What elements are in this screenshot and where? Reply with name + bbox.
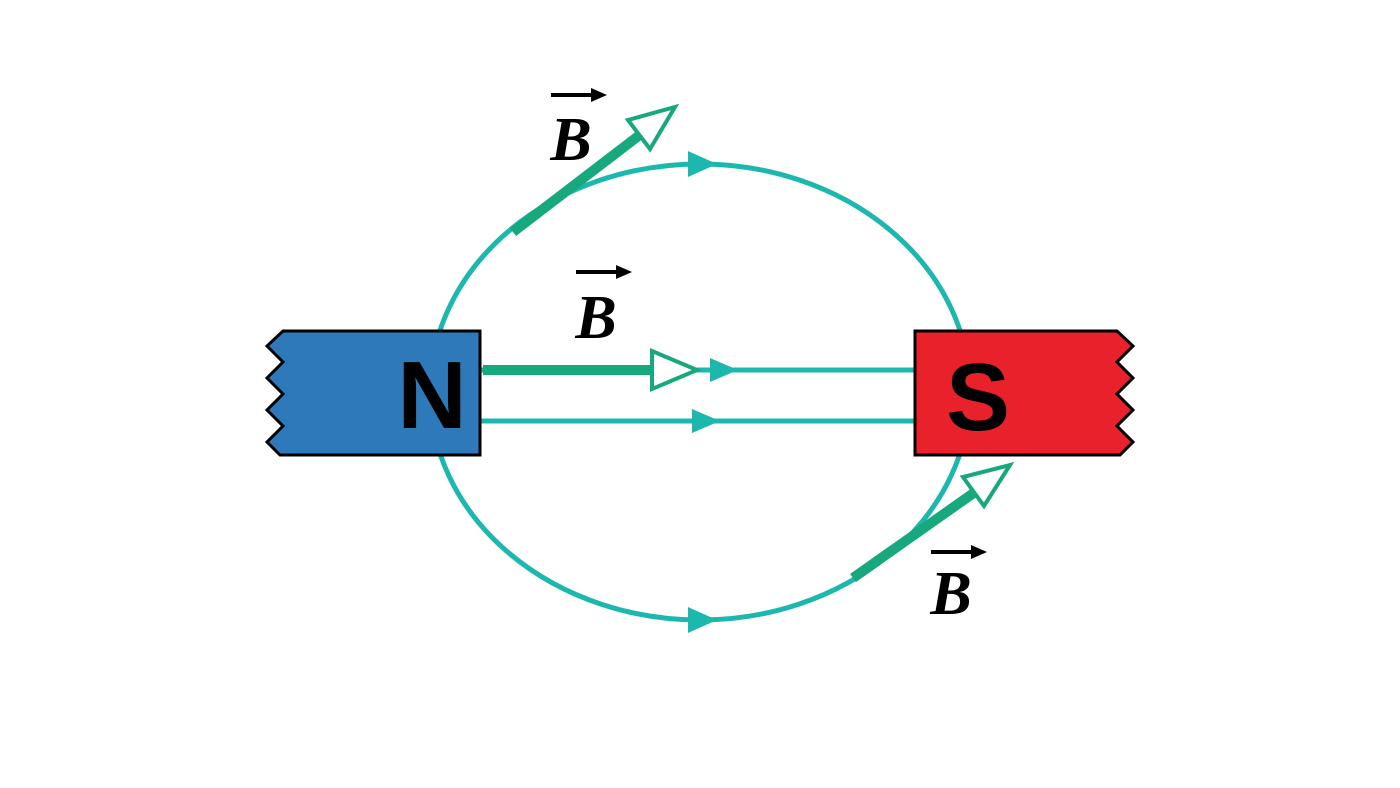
b-field-label: B bbox=[549, 106, 591, 174]
b-vector-label-middle: B bbox=[574, 265, 632, 352]
b-vector-open-arrowhead-icon bbox=[959, 461, 1015, 510]
field-direction-arrowhead-straight-upper bbox=[710, 358, 738, 382]
b-vector-open-arrowhead-icon bbox=[650, 347, 703, 393]
south-pole-magnet: S bbox=[913, 329, 1136, 457]
b-vector-arrow-top bbox=[509, 103, 680, 236]
b-vector-shaft-bottom bbox=[850, 487, 978, 583]
south-pole-body bbox=[913, 329, 1136, 457]
north-pole-label: N bbox=[397, 342, 466, 449]
b-vector-arrow-middle bbox=[483, 347, 703, 393]
vector-hat-arrowhead-icon bbox=[591, 88, 607, 102]
b-vector-label-bottom: B bbox=[929, 545, 987, 628]
b-vector-label-top: B bbox=[549, 88, 607, 174]
north-pole-magnet: N bbox=[264, 329, 482, 457]
field-direction-arrowhead-loop-bottom bbox=[688, 607, 717, 633]
b-vector-arrow-bottom bbox=[850, 461, 1015, 583]
b-field-label: B bbox=[929, 560, 971, 628]
b-vector-shaft-top bbox=[509, 130, 645, 236]
b-vector-open-arrowhead-icon bbox=[624, 103, 680, 153]
north-pole-body bbox=[264, 329, 482, 457]
field-direction-arrowhead-straight-lower bbox=[692, 409, 720, 433]
vector-hat-arrowhead-icon bbox=[971, 545, 987, 559]
vector-hat-arrowhead-icon bbox=[616, 265, 632, 279]
field-direction-arrowhead-loop-top bbox=[688, 151, 717, 177]
b-field-label: B bbox=[574, 284, 616, 352]
south-pole-label: S bbox=[946, 344, 1010, 451]
